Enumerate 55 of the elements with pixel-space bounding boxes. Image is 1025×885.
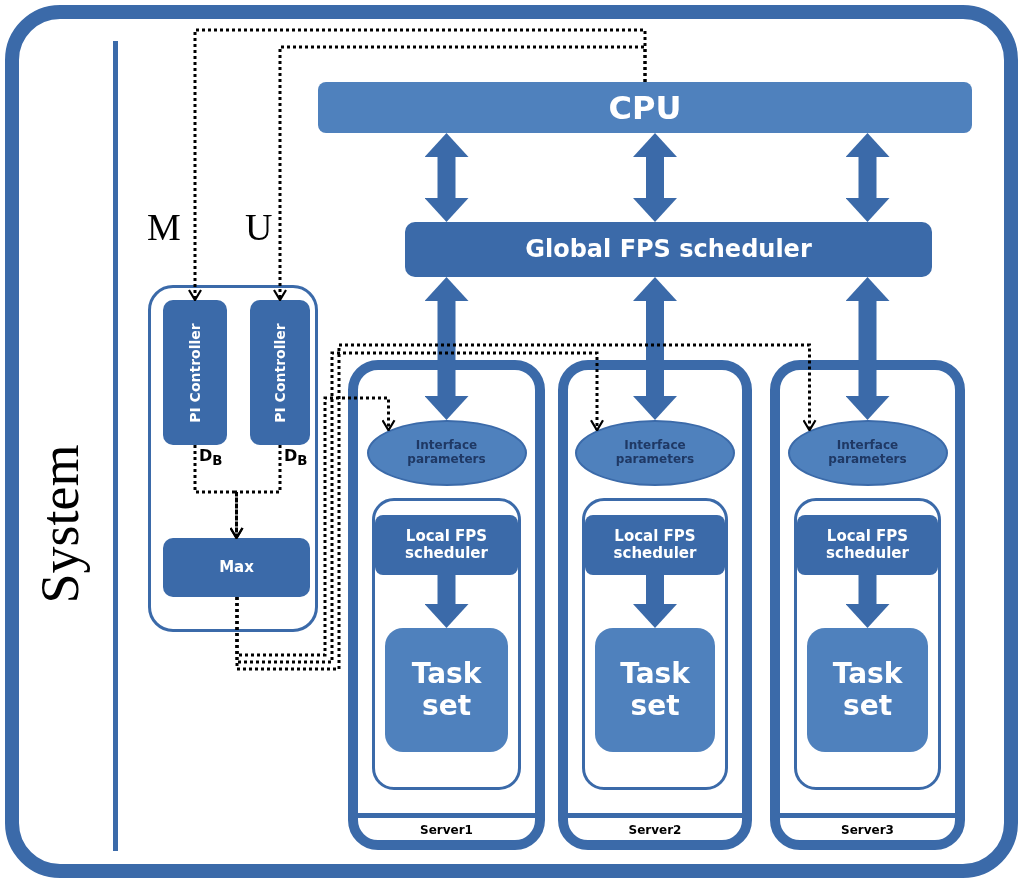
block-arrow bbox=[845, 133, 890, 222]
block-arrow bbox=[424, 133, 469, 222]
node-label: Task set bbox=[619, 657, 691, 723]
node-label: Local FPS scheduler bbox=[404, 527, 489, 563]
node-label: Interface parameters bbox=[406, 439, 487, 467]
arrow bbox=[187, 28, 647, 302]
node-label: PI Controller bbox=[186, 321, 204, 425]
block-arrow bbox=[424, 575, 469, 628]
controller-panel bbox=[148, 285, 318, 632]
node-label: Interface parameters bbox=[827, 439, 908, 467]
task-box bbox=[385, 628, 508, 752]
scheduler-panel bbox=[582, 498, 728, 790]
output-label: D$_{B}$ bbox=[199, 447, 223, 469]
arrow bbox=[235, 343, 817, 671]
node-label: Task set bbox=[831, 657, 904, 723]
server-label: Server2 bbox=[628, 824, 682, 838]
scheduler-panel bbox=[372, 498, 521, 790]
node-label: PI Controller bbox=[271, 321, 289, 425]
node-label: Task set bbox=[410, 657, 483, 723]
scheduler-box bbox=[585, 515, 725, 575]
task-box bbox=[807, 628, 928, 752]
cpu-bar bbox=[318, 82, 972, 133]
system-frame bbox=[5, 5, 1018, 878]
scheduler-box bbox=[797, 515, 938, 575]
block-arrow bbox=[633, 575, 677, 628]
node-label: Interface parameters bbox=[614, 439, 696, 467]
block-arrow bbox=[845, 575, 890, 628]
server-label: Server1 bbox=[420, 824, 473, 838]
server-panel bbox=[770, 360, 965, 850]
signal-label: U bbox=[245, 208, 273, 246]
output-label: D$_{B}$ bbox=[284, 447, 308, 469]
block-arrow bbox=[845, 277, 890, 420]
arrow bbox=[272, 45, 647, 302]
block-arrow bbox=[633, 133, 677, 222]
arrow bbox=[229, 445, 282, 540]
scheduler-panel bbox=[794, 498, 941, 790]
block-arrow bbox=[633, 277, 677, 420]
scheduler-bar bbox=[405, 222, 932, 277]
server-panel bbox=[348, 360, 545, 850]
controller-box bbox=[250, 300, 310, 445]
scheduler-box bbox=[375, 515, 518, 575]
block-arrow bbox=[424, 277, 469, 420]
task-box bbox=[595, 628, 715, 752]
arrow bbox=[235, 351, 605, 664]
server-panel bbox=[558, 360, 752, 850]
node-label: Local FPS scheduler bbox=[612, 527, 698, 563]
controller-box bbox=[163, 300, 227, 445]
max-box bbox=[163, 538, 310, 597]
node-label: Global FPS scheduler bbox=[525, 235, 812, 264]
system-label: System bbox=[28, 444, 91, 604]
node-label: CPU bbox=[608, 89, 682, 126]
node-label: Local FPS scheduler bbox=[825, 527, 910, 563]
server-label: Server3 bbox=[841, 824, 894, 838]
node-label: Max bbox=[219, 558, 254, 577]
signal-label: M bbox=[147, 208, 181, 246]
